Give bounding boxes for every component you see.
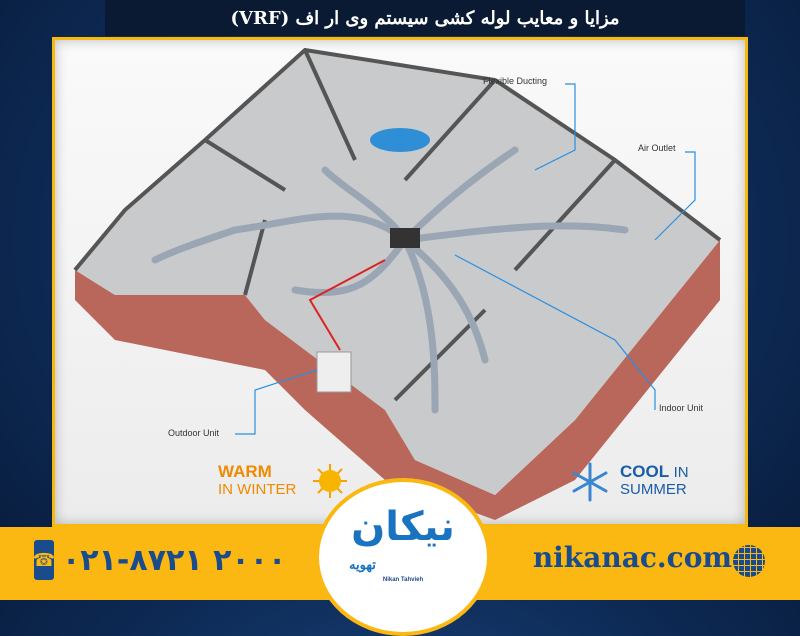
logo-sub-text: تهویه bbox=[349, 557, 376, 572]
cool-text: COOL bbox=[620, 462, 670, 481]
label-indoor-unit: Indoor Unit bbox=[659, 403, 704, 413]
phone-contact[interactable]: ☎ ۰۲۱-۸۷۲۱ ۲۰۰۰ bbox=[33, 540, 287, 580]
warm-text: WARM bbox=[218, 462, 272, 481]
snowflake-icon bbox=[572, 462, 608, 502]
house-illustration bbox=[73, 47, 722, 520]
in-text: IN bbox=[673, 464, 689, 481]
outdoor-unit-box bbox=[316, 351, 352, 393]
phone-icon: ☎ bbox=[33, 540, 55, 580]
vrf-diagram: Flexible Ducting Air Outlet Indoor Unit … bbox=[52, 37, 748, 527]
website-link[interactable]: nikanac.com bbox=[532, 541, 732, 574]
indoor-unit-box bbox=[390, 228, 420, 248]
globe-icon bbox=[733, 545, 765, 577]
logo: نیکان تهویه Nikan Tahvieh bbox=[315, 478, 491, 636]
label-air-outlet: Air Outlet bbox=[638, 143, 676, 153]
logo-en-text: Nikan Tahvieh bbox=[382, 577, 424, 583]
label-outdoor-unit: Outdoor Unit bbox=[168, 428, 220, 438]
sun-icon bbox=[313, 464, 347, 498]
page-title: مزایا و معایب لوله کشی سیستم وی ار اف (V… bbox=[105, 0, 745, 36]
summer-text: SUMMER bbox=[620, 481, 687, 498]
in-winter-text: IN WINTER bbox=[218, 481, 297, 498]
phone-number: ۰۲۱-۸۷۲۱ ۲۰۰۰ bbox=[62, 542, 287, 578]
logo-main-text: نیکان bbox=[351, 504, 455, 550]
warm-in-winter: WARM IN WINTER bbox=[218, 463, 296, 498]
label-flexible-ducting: Flexible Ducting bbox=[483, 76, 548, 86]
cool-in-summer: COOL IN SUMMER bbox=[620, 463, 689, 498]
